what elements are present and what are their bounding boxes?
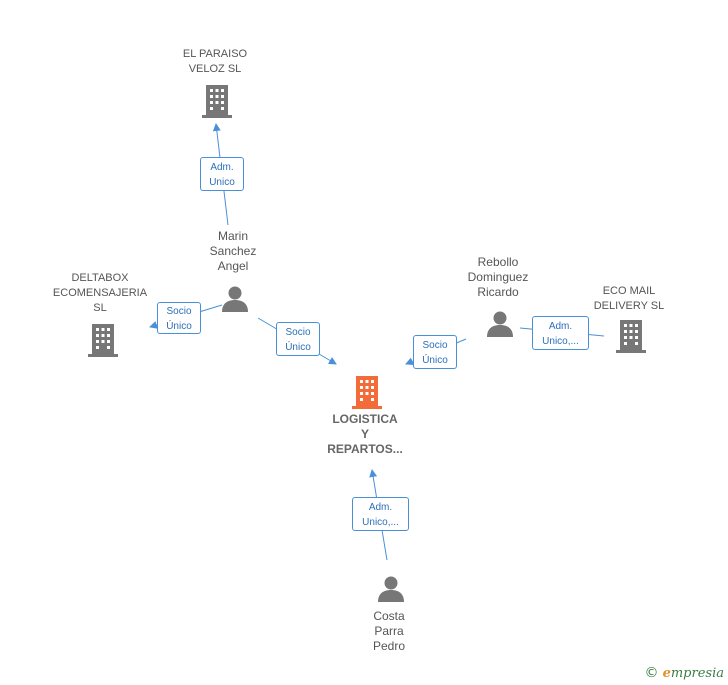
person-label-costa[interactable]: Costa Parra Pedro — [372, 609, 406, 653]
empresia-logo[interactable]: © empresia — [644, 665, 724, 681]
edge-label-marin-paraiso[interactable]: Adm. Unico — [200, 157, 244, 191]
person-icon-rebollo[interactable] — [485, 309, 515, 344]
copyright-symbol: © — [644, 665, 659, 681]
edge-label-rebollo-center[interactable]: Socio Único — [413, 335, 457, 369]
building-icon-deltabox[interactable] — [86, 322, 120, 363]
person-label-rebollo[interactable]: Rebollo Dominguez Ricardo — [467, 255, 529, 299]
brand-name: mpresia — [670, 666, 724, 681]
company-label-ecomail[interactable]: ECO MAIL DELIVERY SL — [593, 285, 665, 312]
building-icon-paraiso[interactable] — [200, 83, 234, 124]
edge-label-marin-deltabox[interactable]: Socio Único — [157, 302, 201, 334]
company-label-paraiso[interactable]: EL PARAISO VELOZ SL — [182, 48, 248, 75]
company-label-deltabox[interactable]: DELTABOX ECOMENSAJERIA SL — [52, 272, 148, 314]
person-icon-marin[interactable] — [220, 284, 250, 319]
edge-label-marin-center[interactable]: Socio Único — [276, 322, 320, 356]
building-icon-center[interactable] — [350, 374, 384, 415]
person-icon-costa[interactable] — [376, 574, 406, 609]
person-label-marin[interactable]: Marin Sanchez Angel — [209, 229, 257, 273]
building-icon-ecomail[interactable] — [614, 318, 648, 359]
company-label-center[interactable]: LOGISTICA Y REPARTOS... — [327, 412, 403, 456]
brand-initial: e — [662, 666, 671, 681]
edge-label-costa-center[interactable]: Adm. Unico,... — [352, 497, 409, 531]
edge-label-rebollo-ecomail[interactable]: Adm. Unico,... — [532, 316, 589, 350]
